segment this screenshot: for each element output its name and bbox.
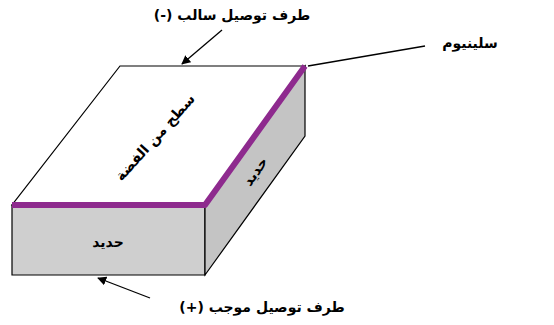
terminal-label: طرف توصيل سالب (-) xyxy=(154,8,310,23)
positive-leader xyxy=(98,278,150,298)
part-label: سلينيوم xyxy=(442,36,498,51)
terminal-label: طرف توصيل موجب (+) xyxy=(179,300,344,315)
negative-leader xyxy=(182,30,222,64)
selenium-layer xyxy=(12,66,305,205)
selenium-leader xyxy=(308,46,425,66)
iron-front-face xyxy=(12,205,205,275)
face-label: حديد xyxy=(92,235,124,250)
iron-side-face xyxy=(205,66,305,275)
